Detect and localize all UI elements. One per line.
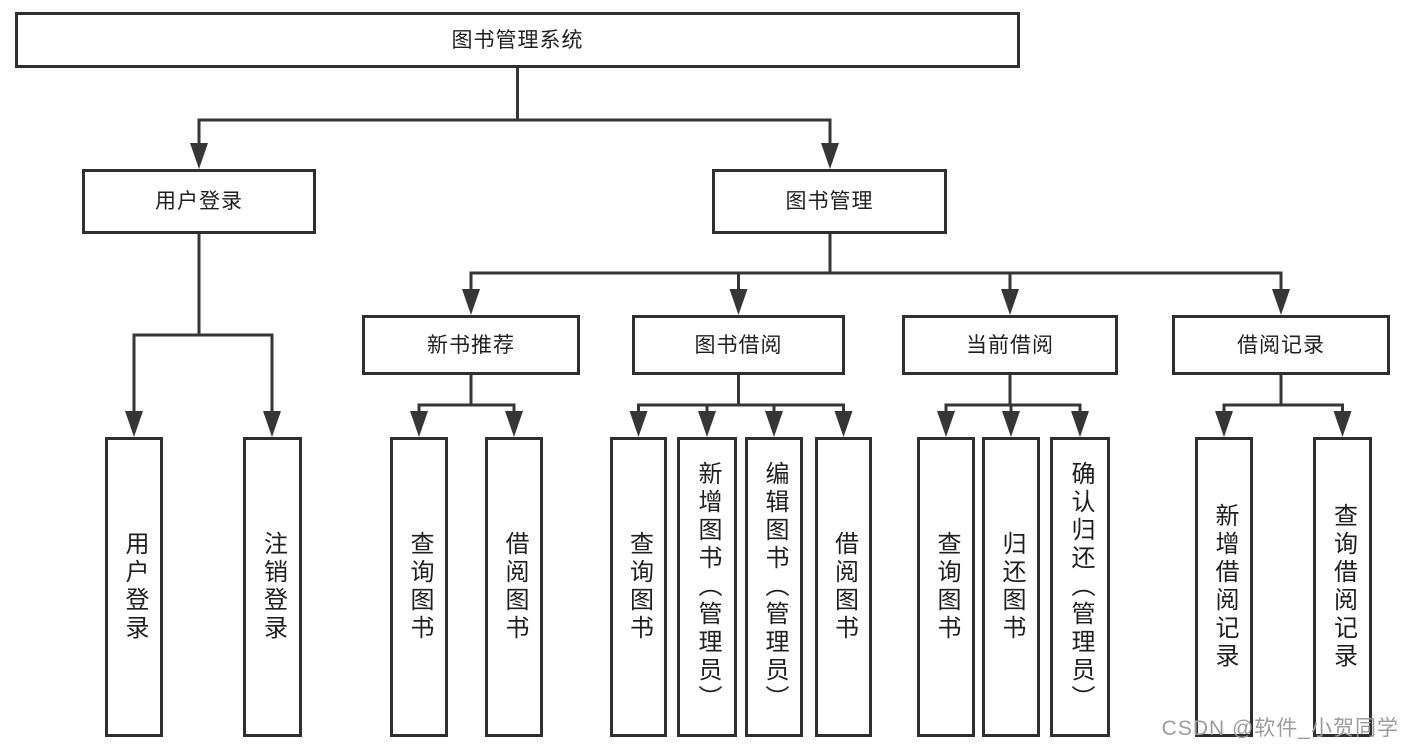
- leaf-confirm-return-admin: 确认归还（管理员）: [1050, 437, 1110, 737]
- leaf-query-books-current: 查询图书: [917, 437, 975, 737]
- node-library-management-system: 图书管理系统: [15, 12, 1020, 68]
- leaf-query-borrow-record: 查询借阅记录: [1313, 437, 1372, 737]
- node-new-book-recommend: 新书推荐: [362, 315, 580, 375]
- leaf-add-borrow-record: 新增借阅记录: [1195, 437, 1253, 737]
- leaf-query-books-borrow: 查询图书: [610, 437, 667, 737]
- csdn-watermark: CSDN @软件_小贺同学: [1161, 717, 1399, 740]
- leaf-query-books-recommend: 查询图书: [390, 437, 448, 737]
- leaf-user-login: 用户登录: [105, 437, 163, 737]
- leaf-add-books-admin: 新增图书（管理员）: [677, 437, 737, 737]
- leaf-borrow-books: 借阅图书: [815, 437, 872, 737]
- leaf-return-books: 归还图书: [982, 437, 1040, 737]
- node-book-management: 图书管理: [712, 169, 947, 234]
- leaf-borrow-books-recommend: 借阅图书: [485, 437, 543, 737]
- node-book-borrow: 图书借阅: [632, 315, 845, 375]
- node-user-login: 用户登录: [82, 169, 316, 234]
- node-borrow-records: 借阅记录: [1172, 315, 1390, 375]
- leaf-logout: 注销登录: [243, 437, 302, 737]
- node-current-borrow: 当前借阅: [902, 315, 1118, 375]
- leaf-edit-books-admin: 编辑图书（管理员）: [745, 437, 803, 737]
